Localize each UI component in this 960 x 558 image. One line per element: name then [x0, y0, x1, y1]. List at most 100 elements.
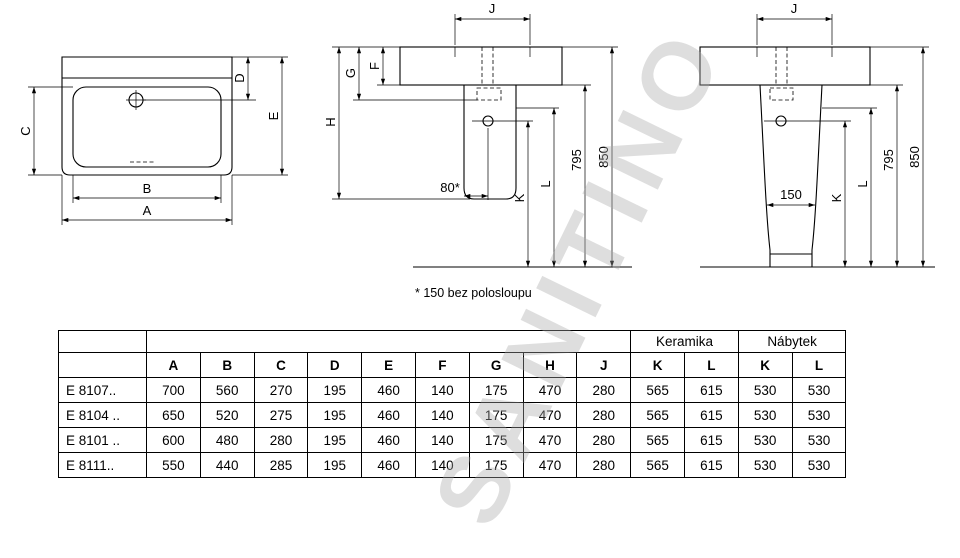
value-cell: 270: [253, 377, 309, 403]
value-cell: 195: [307, 452, 363, 478]
value-cell: 530: [791, 427, 847, 453]
value-cell: 460: [361, 427, 416, 453]
value-cell: 275: [253, 402, 309, 428]
value-cell: 280: [576, 452, 632, 478]
value-cell: 565: [630, 377, 685, 403]
full-dim-label-150: 150: [780, 187, 802, 202]
half-dim-label-795: 795: [569, 149, 584, 171]
value-cell: 615: [683, 402, 739, 428]
half-pedestal-dimension-lines: [332, 14, 618, 267]
column-header: L: [791, 352, 847, 378]
spacer-cell: [145, 330, 632, 353]
value-cell: 530: [791, 452, 847, 478]
value-cell: 615: [683, 427, 739, 453]
model-cell: E 8107..: [58, 377, 147, 403]
value-cell: 530: [791, 377, 847, 403]
value-cell: 565: [630, 452, 685, 478]
full-dim-label-850: 850: [907, 146, 922, 168]
corner-cell: [58, 352, 147, 378]
value-cell: 280: [253, 427, 309, 453]
column-header: J: [576, 352, 632, 378]
half-dim-label-l: L: [538, 180, 553, 187]
column-header: A: [146, 352, 201, 378]
half-dim-label-850: 850: [596, 146, 611, 168]
half-dim-label-j: J: [489, 1, 496, 16]
value-cell: 140: [414, 402, 470, 428]
half-dim-label-f: F: [367, 62, 382, 70]
value-cell: 520: [199, 402, 255, 428]
value-cell: 285: [253, 452, 309, 478]
plan-dim-label-a: A: [143, 203, 152, 218]
value-cell: 470: [522, 427, 578, 453]
full-dim-label-j: J: [791, 1, 798, 16]
value-cell: 175: [468, 377, 524, 403]
value-cell: 615: [683, 377, 739, 403]
value-cell: 460: [361, 402, 416, 428]
value-cell: 600: [146, 427, 201, 453]
group-header-row: Keramika Nábytek: [58, 330, 847, 353]
half-dim-label-80: 80*: [440, 180, 460, 195]
value-cell: 615: [683, 452, 739, 478]
value-cell: 700: [146, 377, 201, 403]
basin-side-outline: [399, 46, 632, 268]
value-cell: 175: [468, 452, 524, 478]
value-cell: 470: [522, 377, 578, 403]
model-cell: E 8111..: [58, 452, 147, 478]
value-cell: 460: [361, 377, 416, 403]
column-header: K: [737, 352, 793, 378]
value-cell: 195: [307, 377, 363, 403]
basin-pedestal-outline: [699, 46, 935, 268]
corner-cell: [58, 330, 147, 353]
full-pedestal-dimension-lines: [756, 14, 929, 267]
full-dim-label-l: L: [855, 180, 870, 187]
column-header-row: A B C D E F G H J K L K L: [58, 352, 847, 378]
group-header-nabytek: Nábytek: [737, 330, 847, 353]
column-header: C: [253, 352, 309, 378]
value-cell: 280: [576, 402, 632, 428]
technical-drawings: C D E B A: [18, 1, 935, 268]
value-cell: 530: [737, 377, 793, 403]
column-header: H: [522, 352, 578, 378]
value-cell: 470: [522, 402, 578, 428]
full-pedestal-drawing: J 150 K L 795 850: [699, 1, 935, 268]
full-dim-label-k: K: [829, 193, 844, 202]
column-header: L: [683, 352, 739, 378]
basin-outline: [61, 56, 233, 176]
half-dim-label-h: H: [323, 117, 338, 126]
value-cell: 650: [146, 402, 201, 428]
table-row: E 8111.. 550 440 285 195 460 140 175 470…: [58, 452, 847, 478]
value-cell: 175: [468, 427, 524, 453]
half-dim-label-k: K: [512, 193, 527, 202]
column-header: D: [307, 352, 363, 378]
plan-dim-label-b: B: [143, 181, 152, 196]
value-cell: 530: [791, 402, 847, 428]
value-cell: 175: [468, 402, 524, 428]
value-cell: 480: [199, 427, 255, 453]
footnote: * 150 bez polosloupu: [415, 286, 532, 300]
full-dim-label-795: 795: [881, 149, 896, 171]
plan-dimension-lines: [28, 56, 288, 225]
value-cell: 550: [146, 452, 201, 478]
value-cell: 440: [199, 452, 255, 478]
value-cell: 280: [576, 427, 632, 453]
half-pedestal-drawing: J G F H 80* K L 795 850: [323, 1, 632, 268]
value-cell: 195: [307, 402, 363, 428]
column-header: K: [630, 352, 685, 378]
value-cell: 470: [522, 452, 578, 478]
column-header: G: [468, 352, 524, 378]
dimension-table: Keramika Nábytek A B C D E F G H J K L K…: [58, 330, 847, 478]
model-cell: E 8104 ..: [58, 402, 147, 428]
value-cell: 460: [361, 452, 416, 478]
column-header: B: [199, 352, 255, 378]
column-header: E: [361, 352, 416, 378]
plan-view-drawing: C D E B A: [18, 56, 288, 225]
value-cell: 140: [414, 377, 470, 403]
table-row: E 8104 .. 650 520 275 195 460 140 175 47…: [58, 402, 847, 428]
value-cell: 140: [414, 427, 470, 453]
value-cell: 565: [630, 427, 685, 453]
table-row: E 8107.. 700 560 270 195 460 140 175 470…: [58, 377, 847, 403]
table-row: E 8101 .. 600 480 280 195 460 140 175 47…: [58, 427, 847, 453]
value-cell: 560: [199, 377, 255, 403]
value-cell: 530: [737, 427, 793, 453]
